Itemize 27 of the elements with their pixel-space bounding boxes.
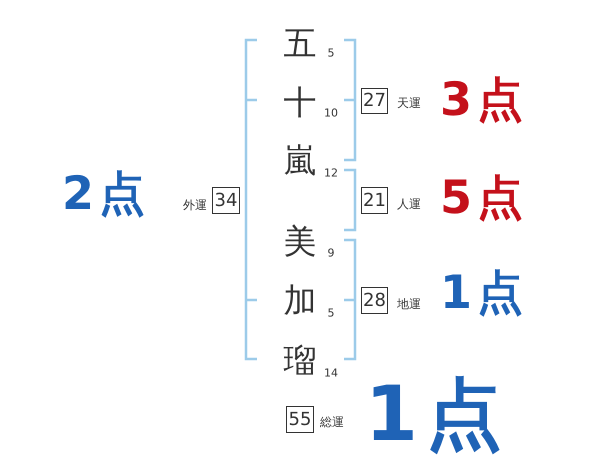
score-text: 3点 bbox=[440, 76, 528, 122]
name-character: 五 bbox=[284, 26, 316, 60]
number-box: 28 bbox=[361, 287, 388, 314]
number-box: 27 bbox=[361, 88, 388, 114]
number-box: 21 bbox=[361, 187, 388, 214]
score-text: 1点 bbox=[365, 376, 510, 452]
fortune-label: 外運 bbox=[183, 199, 207, 211]
fortune-label: 地運 bbox=[397, 298, 421, 310]
stroke-count: 5 bbox=[328, 48, 334, 58]
name-character: 嵐 bbox=[284, 144, 316, 176]
score-text: 2点 bbox=[62, 170, 150, 216]
stroke-count: 14 bbox=[324, 368, 338, 378]
number-box: 55 bbox=[286, 406, 314, 433]
fortune-label: 総運 bbox=[320, 416, 344, 428]
score-text: 1点 bbox=[440, 269, 528, 315]
stroke-count: 9 bbox=[328, 248, 334, 258]
name-character: 十 bbox=[284, 86, 316, 118]
fortune-label: 天運 bbox=[397, 97, 421, 109]
fortune-label: 人運 bbox=[397, 198, 421, 210]
number-box: 34 bbox=[212, 187, 240, 214]
stroke-count: 5 bbox=[328, 308, 334, 318]
name-character: 加 bbox=[284, 284, 316, 316]
score-text: 5点 bbox=[440, 174, 528, 220]
stroke-count: 12 bbox=[324, 168, 338, 178]
name-character: 美 bbox=[284, 224, 316, 258]
name-character: 瑠 bbox=[284, 344, 316, 376]
stroke-count: 10 bbox=[324, 108, 338, 118]
